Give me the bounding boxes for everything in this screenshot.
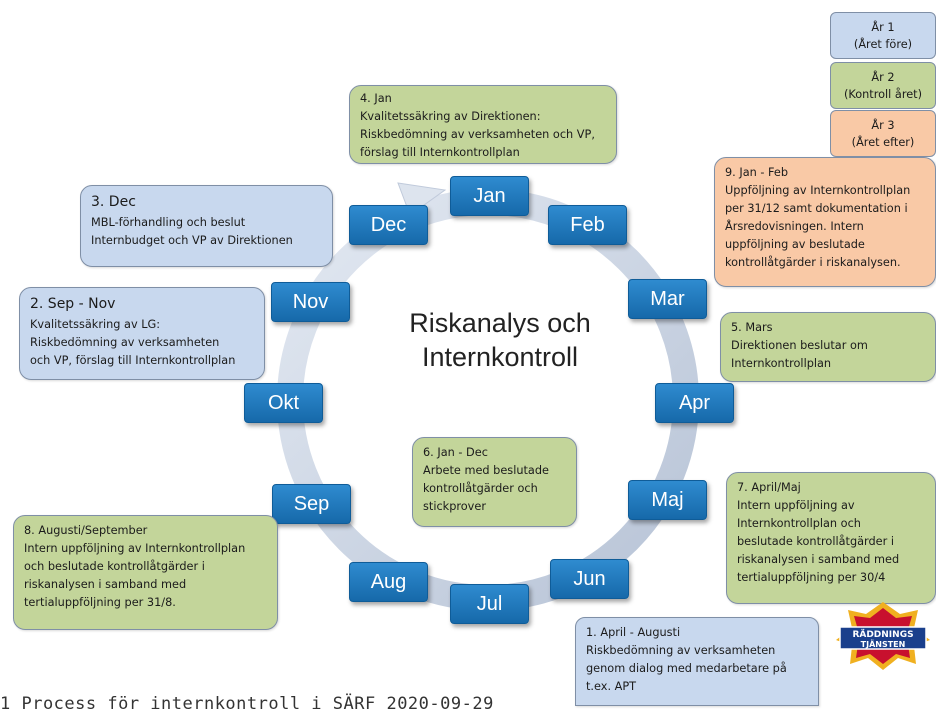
step-9-box: 9. Jan - Feb Uppföljning av Internkontro… — [714, 157, 936, 287]
step-8-head: 8. Augusti/September — [24, 524, 148, 537]
step-4-box: 4. Jan Kvalitetssäkring av Direktionen: … — [349, 85, 617, 164]
step-7-box: 7. April/Maj Intern uppföljning av Inter… — [726, 472, 936, 604]
step-1-box: 1. April - Augusti Riskbedömning av verk… — [575, 617, 819, 706]
step-9-body: Uppföljning av Internkontrollplan per 31… — [725, 184, 911, 269]
logo-text-line-1: RÄDDNINGS — [852, 629, 913, 640]
month-jul: Jul — [450, 584, 529, 624]
step-9-head: 9. Jan - Feb — [725, 166, 789, 179]
diagram-title: Riskanalys och Internkontroll — [380, 306, 620, 374]
step-7-body: Intern uppföljning av Internkontrollplan… — [737, 499, 900, 584]
month-okt: Okt — [244, 383, 323, 423]
month-dec: Dec — [349, 205, 428, 245]
legend-year-2-title: År 2 — [871, 71, 895, 84]
step-5-head: 5. Mars — [731, 321, 773, 334]
step-5-body: Direktionen beslutar om Internkontrollpl… — [731, 339, 868, 370]
step-6-box: 6. Jan - Dec Arbete med beslutade kontro… — [412, 437, 577, 527]
raddningstjansten-logo: RÄDDNINGS TJÄNSTEN — [836, 602, 930, 670]
legend-year-2: År 2 (Kontroll året) — [830, 62, 936, 109]
legend-year-1-sub: (Året före) — [853, 38, 913, 51]
month-sep: Sep — [272, 484, 351, 524]
step-1-body: Riskbedömning av verksamheten genom dial… — [586, 644, 787, 693]
legend-year-3-sub: (Året efter) — [851, 136, 915, 149]
month-apr: Apr — [655, 383, 734, 423]
step-5-box: 5. Mars Direktionen beslutar om Internko… — [720, 312, 936, 382]
diagram-title-line-2: Internkontroll — [421, 342, 579, 372]
legend-year-1-title: År 1 — [871, 21, 895, 34]
step-2-body: Kvalitetssäkring av LG: Riskbedömning av… — [30, 318, 236, 367]
logo-text-line-2: TJÄNSTEN — [861, 639, 906, 649]
legend-year-1: År 1 (Året före) — [830, 12, 936, 59]
month-mar: Mar — [628, 279, 707, 319]
footer-caption: 1 Process för internkontroll i SÄRF 2020… — [0, 694, 494, 714]
month-jun: Jun — [550, 559, 629, 599]
step-2-box: 2. Sep - Nov Kvalitetssäkring av LG: Ris… — [19, 287, 265, 380]
month-feb: Feb — [548, 205, 627, 245]
month-aug: Aug — [349, 562, 428, 602]
diagram-title-line-1: Riskanalys och — [409, 308, 591, 338]
step-4-body: Kvalitetssäkring av Direktionen: Riskbed… — [360, 110, 595, 159]
legend-year-2-sub: (Kontroll året) — [843, 88, 923, 101]
month-jan: Jan — [450, 176, 529, 216]
step-4-head: 4. Jan — [360, 92, 392, 105]
step-6-head: 6. Jan - Dec — [423, 446, 488, 459]
step-2-head: 2. Sep - Nov — [30, 296, 116, 312]
step-8-box: 8. Augusti/September Intern uppföljning … — [13, 515, 278, 630]
step-3-box: 3. Dec MBL-förhandling och beslut Intern… — [80, 185, 333, 267]
step-6-body: Arbete med beslutade kontrollåtgärder oc… — [423, 464, 549, 513]
step-3-head: 3. Dec — [91, 194, 136, 210]
month-maj: Maj — [628, 480, 707, 520]
step-8-body: Intern uppföljning av Internkontrollplan… — [24, 542, 246, 609]
legend-year-3-title: År 3 — [871, 119, 895, 132]
step-7-head: 7. April/Maj — [737, 481, 801, 494]
step-3-body: MBL-förhandling och beslut Internbudget … — [91, 216, 293, 247]
legend-year-3: År 3 (Året efter) — [830, 110, 936, 157]
month-nov: Nov — [271, 282, 350, 322]
step-1-head: 1. April - Augusti — [586, 626, 681, 639]
